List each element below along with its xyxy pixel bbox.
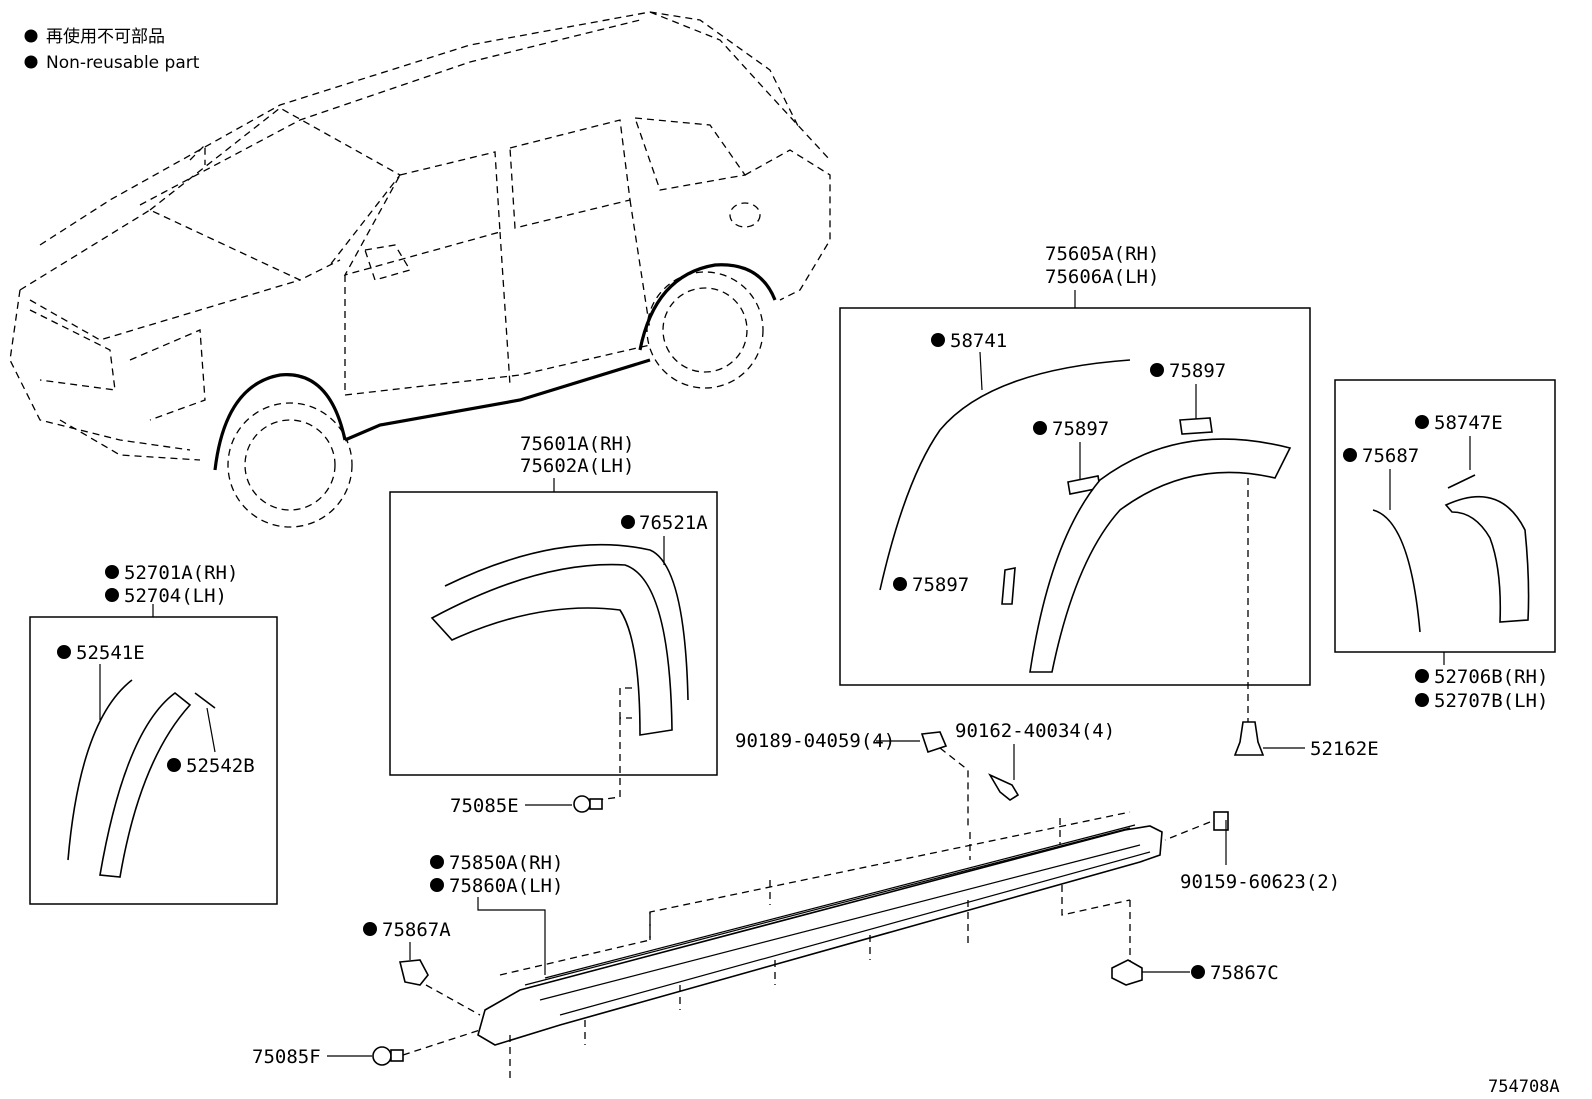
part-58741[interactable]: 58741 (950, 330, 1007, 352)
part-75860A[interactable]: 75860A(LH) (449, 875, 563, 897)
part-75601A[interactable]: 75601A(RH) (520, 433, 634, 455)
part-90189-04059[interactable]: 90189-04059(4) (735, 730, 895, 752)
clip-75085F: 75085F (252, 1029, 481, 1068)
bolt-90159: 90159-60623(2) (1164, 811, 1340, 893)
part-75897-middle[interactable]: 75897 (1052, 418, 1109, 440)
part-75606A[interactable]: 75606A(LH) (1045, 266, 1159, 288)
non-reusable-marker (24, 55, 38, 69)
part-75850A[interactable]: 75850A(RH) (449, 852, 563, 874)
part-52706B[interactable]: 52706B(RH) (1434, 666, 1548, 688)
non-reusable-marker (24, 29, 38, 43)
rocker-molding (477, 811, 1163, 1080)
non-reusable-marker (105, 565, 119, 579)
part-52542B[interactable]: 52542B (186, 755, 255, 777)
fender-flare-front-group: 75601A(RH) 75602A(LH) 76521A (389, 433, 718, 801)
non-reusable-marker (1415, 415, 1429, 429)
group-box (839, 307, 1311, 686)
part-75897-lower[interactable]: 75897 (912, 574, 969, 596)
non-reusable-marker (430, 855, 444, 869)
fasteners-upper: 90189-04059(4) 90162-40034(4) (735, 720, 1115, 830)
non-reusable-marker (1415, 693, 1429, 707)
non-reusable-marker (105, 588, 119, 602)
clip-52162E: 52162E (1233, 721, 1379, 760)
group-box (389, 491, 718, 776)
part-52162E[interactable]: 52162E (1310, 738, 1379, 760)
vehicle-outline (9, 11, 831, 528)
part-52707B[interactable]: 52707B(LH) (1434, 690, 1548, 712)
part-52541E[interactable]: 52541E (76, 642, 145, 664)
legend: 再使用不可部品 Non-reusable part (24, 26, 200, 73)
part-75085F[interactable]: 75085F (252, 1046, 321, 1068)
part-52704[interactable]: 52704(LH) (124, 585, 227, 607)
part-90162-40034[interactable]: 90162-40034(4) (955, 720, 1115, 742)
rear-liner-group: 58747E 75687 52706B(RH) 52707B(LH) (1334, 379, 1556, 712)
non-reusable-marker (931, 333, 945, 347)
part-75687[interactable]: 75687 (1362, 445, 1419, 467)
non-reusable-marker (1033, 421, 1047, 435)
non-reusable-marker (167, 758, 181, 772)
figure-id: 754708A (1488, 1077, 1560, 1097)
non-reusable-marker (1415, 669, 1429, 683)
non-reusable-marker (363, 922, 377, 936)
fender-liner-group: 52701A(RH) 52704(LH) 52541E 52542B (29, 562, 278, 905)
part-76521A[interactable]: 76521A (639, 512, 708, 534)
clip-75085E: 75085E (450, 795, 603, 817)
part-75867C[interactable]: 75867C (1210, 962, 1279, 984)
part-75897-upper[interactable]: 75897 (1169, 360, 1226, 382)
non-reusable-marker (1343, 448, 1357, 462)
molding-labels: 75850A(RH) 75860A(LH) 75867A (363, 852, 563, 1016)
part-58747E[interactable]: 58747E (1434, 412, 1503, 434)
non-reusable-marker (893, 577, 907, 591)
fender-flare-rear-group: 75605A(RH) 75606A(LH) 58741 75897 75897 … (839, 243, 1311, 725)
part-90159-60623[interactable]: 90159-60623(2) (1180, 871, 1340, 893)
part-52701A[interactable]: 52701A(RH) (124, 562, 238, 584)
legend-english: Non-reusable part (46, 53, 200, 73)
non-reusable-marker (1191, 965, 1205, 979)
non-reusable-marker (1150, 363, 1164, 377)
non-reusable-marker (57, 645, 71, 659)
part-75602A[interactable]: 75602A(LH) (520, 455, 634, 477)
group-box (1334, 379, 1556, 653)
non-reusable-marker (621, 515, 635, 529)
part-75867A[interactable]: 75867A (382, 919, 451, 941)
nut-75867C: 75867C (1111, 959, 1279, 986)
part-75605A[interactable]: 75605A(RH) (1045, 243, 1159, 265)
part-75085E[interactable]: 75085E (450, 795, 519, 817)
legend-japanese: 再使用不可部品 (46, 26, 165, 47)
non-reusable-marker (430, 878, 444, 892)
